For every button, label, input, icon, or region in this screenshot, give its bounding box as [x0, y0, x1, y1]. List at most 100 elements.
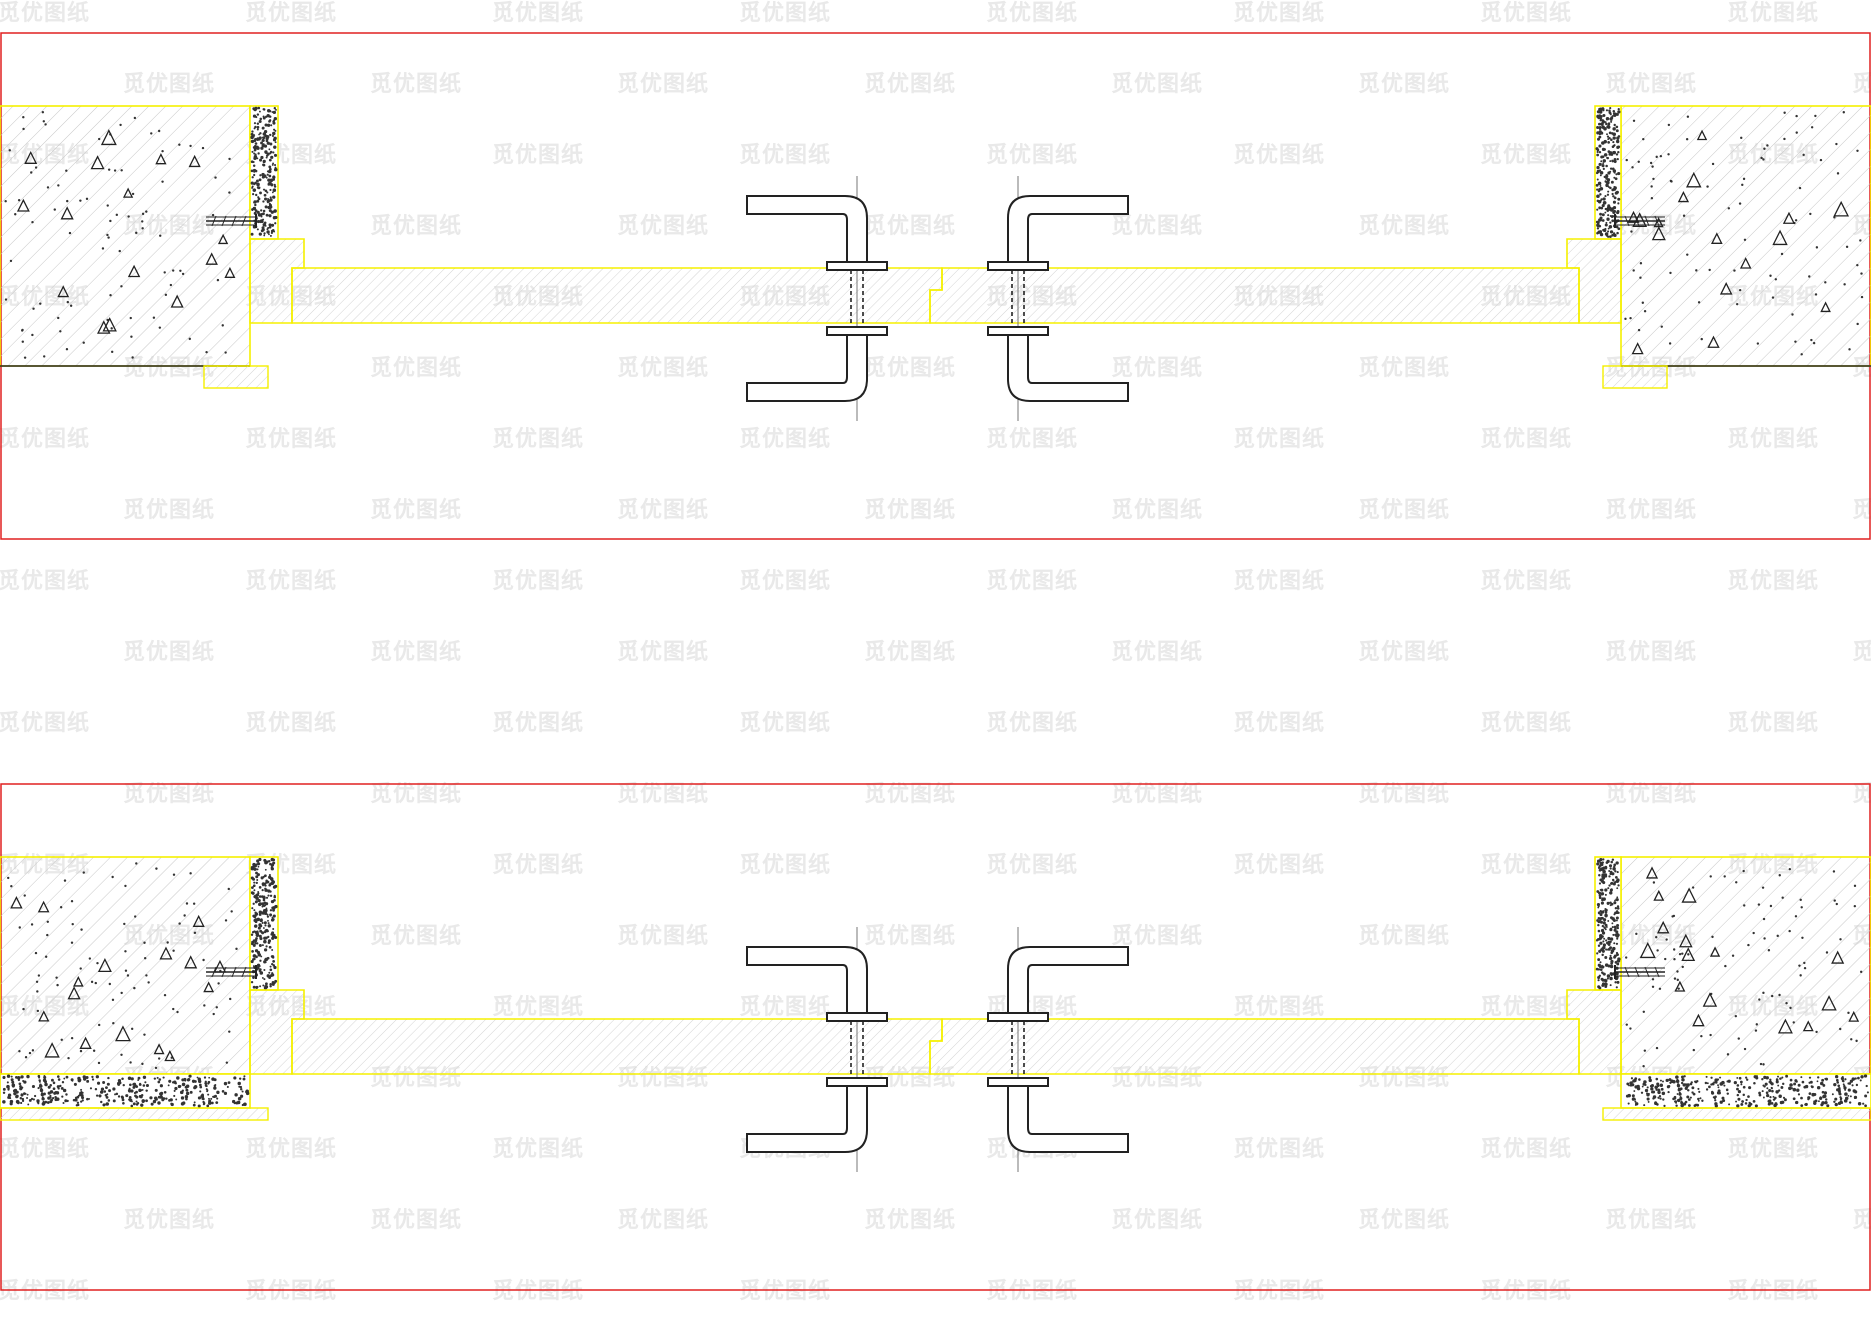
speckle-dot [1603, 201, 1607, 204]
speckle-dot [239, 1077, 242, 1080]
speckle-dot [263, 234, 266, 237]
watermark-text: 觅优图纸 [1727, 710, 1819, 736]
watermark-text: 觅优图纸 [123, 497, 215, 523]
speckle-dot [259, 968, 262, 971]
watermark-text: 觅优图纸 [245, 426, 337, 452]
speckle-dot [1735, 1100, 1738, 1103]
speckle-dot [159, 1084, 163, 1088]
speckle-dot [1607, 206, 1610, 209]
speckle-dot [1839, 1096, 1842, 1099]
aggregate-dot [163, 271, 166, 274]
speckle-dot [1596, 227, 1600, 230]
speckle-dot [1719, 1100, 1723, 1104]
speckle-dot [1599, 933, 1603, 938]
speckle-dot [169, 1098, 173, 1102]
speckle-dot [1837, 1084, 1841, 1088]
speckle-dot [260, 918, 263, 921]
speckle-dot [251, 891, 255, 895]
aggregate-dot [79, 967, 82, 970]
speckle-dot [205, 1088, 208, 1091]
anchor-thread [1624, 215, 1630, 227]
speckle-dot [15, 1076, 18, 1079]
floor-screed-speckle [1625, 1074, 1869, 1108]
speckle-dot [264, 115, 268, 118]
speckle-dot [26, 1074, 30, 1079]
speckle-dot [1693, 1104, 1697, 1107]
speckle-dot [259, 985, 262, 988]
watermark-text: 觅优图纸 [986, 426, 1078, 452]
speckle-dot [266, 114, 270, 118]
speckle-dot [1779, 1100, 1784, 1105]
speckle-dot [260, 155, 264, 160]
speckle-dot [1864, 1104, 1867, 1108]
aggregate-dot [1859, 239, 1862, 242]
speckle-dot [112, 1087, 116, 1091]
speckle-dot [1660, 1087, 1664, 1091]
speckle-dot [1737, 1097, 1741, 1101]
aggregate-dot [1803, 961, 1806, 965]
speckle-dot [183, 1077, 187, 1082]
speckle-dot [1609, 976, 1613, 981]
speckle-dot [259, 191, 262, 195]
detail-bottom [0, 783, 1871, 1291]
speckle-dot [2, 1100, 6, 1104]
watermark-text: 觅优图纸 [1233, 426, 1325, 452]
speckle-dot [1672, 1079, 1676, 1084]
speckle-dot [1613, 144, 1616, 147]
aggregate-triangle [1677, 190, 1690, 203]
speckle-dot [1607, 138, 1610, 141]
plaster-speckle [250, 857, 278, 990]
speckle-dot [255, 893, 259, 897]
speckle-dot [1615, 919, 1618, 922]
aggregate-dot [161, 180, 164, 183]
aggregate-dot [1792, 1021, 1795, 1024]
speckle-dot [1616, 137, 1620, 141]
speckle-dot [61, 1081, 65, 1084]
speckle-dot [261, 977, 264, 979]
speckle-dot [1615, 911, 1619, 915]
speckle-dot [1602, 869, 1606, 874]
speckle-dot [185, 1084, 190, 1088]
speckle-dot [1608, 864, 1613, 868]
aggregate-dot [4, 200, 7, 203]
aggregate-dot [130, 1027, 134, 1031]
watermark-text: 觅优图纸 [1605, 497, 1697, 523]
speckle-dot [121, 1077, 124, 1081]
speckle-dot [213, 1095, 216, 1098]
speckle-dot [1652, 1097, 1655, 1100]
speckle-dot [2, 1091, 6, 1095]
speckle-dot [1609, 984, 1612, 987]
speckle-dot [128, 1096, 132, 1099]
aggregate-triangle [1653, 889, 1665, 901]
aggregate-dot [1856, 263, 1859, 267]
aggregate-dot [1673, 958, 1676, 961]
speckle-dot [1770, 1087, 1773, 1090]
aggregate-triangle [79, 1036, 92, 1049]
speckle-dot [273, 981, 276, 984]
aggregate-dot [66, 300, 70, 304]
speckle-dot [1747, 1095, 1750, 1098]
speckle-dot [1613, 942, 1616, 945]
speckle-dot [1599, 919, 1602, 922]
watermark-text: 觅优图纸 [245, 710, 337, 736]
speckle-dot [185, 1097, 188, 1101]
speckle-dot [1721, 1096, 1725, 1100]
speckle-dot [1697, 1099, 1700, 1102]
speckle-dot [268, 209, 272, 213]
speckle-dot [1617, 135, 1621, 138]
aggregate-dot [1833, 899, 1836, 902]
speckle-dot [275, 108, 277, 111]
aggregate-dot [1672, 948, 1676, 951]
speckle-dot [1839, 1098, 1843, 1101]
speckle-dot [257, 196, 260, 199]
speckle-dot [1698, 1090, 1701, 1093]
aggregate-dot [120, 991, 123, 995]
speckle-dot [150, 1102, 154, 1106]
speckle-dot [85, 1075, 89, 1079]
rosette-upper [826, 1012, 888, 1022]
speckle-dot [1833, 1100, 1836, 1103]
speckle-dot [1697, 1097, 1700, 1101]
aggregate-dot [143, 941, 146, 944]
speckle-dot [242, 1077, 246, 1081]
speckle-dot [1596, 208, 1599, 211]
